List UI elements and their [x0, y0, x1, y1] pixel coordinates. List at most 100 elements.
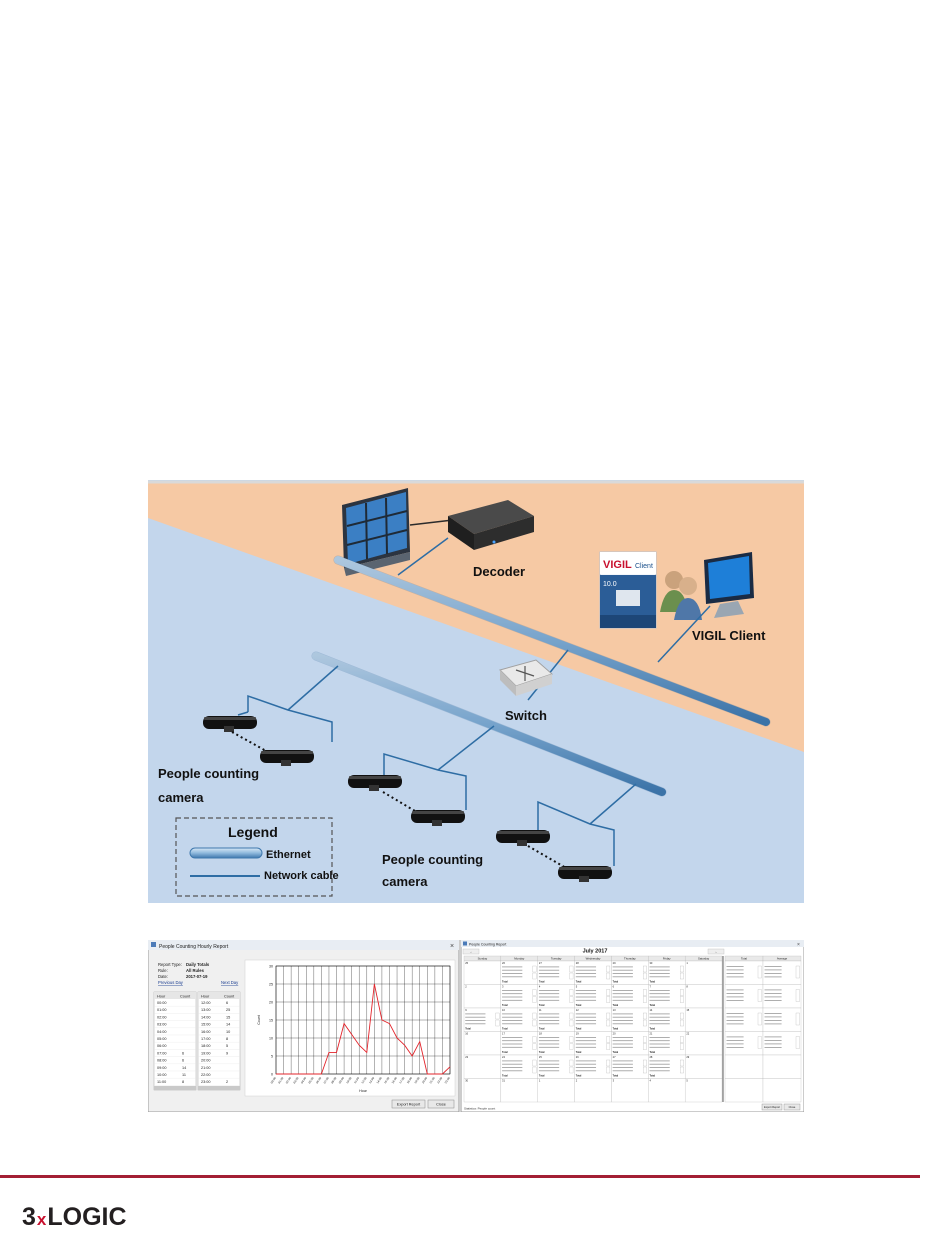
hour-cell: 19:00 [201, 1051, 211, 1055]
hourly-window-title: People Counting Hourly Report [159, 944, 229, 950]
switch-label: Switch [505, 708, 547, 723]
camera-group-2-label-2: camera [382, 874, 428, 889]
calendar-day-cell[interactable]: 1 [684, 960, 723, 985]
calendar-day-number: 5 [576, 985, 578, 989]
svg-text:Hour: Hour [201, 995, 210, 999]
calendar-day-cell[interactable]: 16 [463, 1031, 502, 1056]
calendar-day-name: Thursday [624, 957, 636, 961]
calendar-day-cell[interactable]: 3 [611, 1078, 649, 1103]
count-cell: 10 [226, 1030, 230, 1034]
calendar-total-label: Total [649, 1028, 655, 1031]
x-tick-label: 07:00 [322, 1076, 330, 1084]
weekly-total-cell [762, 1031, 802, 1056]
calendar-day-number: 1 [686, 961, 688, 965]
calendar-window-close-icon[interactable]: × [797, 942, 800, 948]
svg-text:Count: Count [224, 995, 235, 999]
calendar-day-cell[interactable]: 5 [684, 1078, 723, 1103]
count-cell: 6 [182, 1051, 184, 1055]
camera-icon [496, 830, 550, 846]
x-tick-label: 23:00 [444, 1076, 452, 1084]
calendar-day-cell[interactable]: 1 [537, 1078, 575, 1103]
hour-cell: 02:00 [157, 1015, 167, 1019]
calendar-day-cell[interactable]: 22 [684, 1031, 723, 1056]
hour-cell: 06:00 [157, 1044, 167, 1048]
calendar-day-number: 21 [649, 1032, 652, 1036]
next-month-button[interactable]: › [707, 948, 725, 955]
data-point [396, 1037, 398, 1039]
data-point [275, 1073, 277, 1075]
y-tick-label: 0 [271, 1072, 273, 1076]
calendar-day-cell[interactable]: 8 [684, 984, 723, 1009]
calendar-day-cell[interactable]: 23 [463, 1054, 502, 1079]
count-cell: 6 [226, 1001, 228, 1005]
calendar-day-cell[interactable]: 2 [463, 984, 502, 1009]
previous-day-link[interactable]: Previous Day [158, 980, 184, 985]
svg-text:VIGIL: VIGIL [603, 559, 632, 571]
count-cell: 2 [226, 1080, 228, 1084]
calendar-close-button[interactable]: Close [783, 1103, 801, 1111]
calendar-total-label: Total [576, 1051, 582, 1054]
data-point [313, 1073, 315, 1075]
client-label: VIGIL Client [692, 628, 766, 643]
calendar-day-number: 28 [649, 1055, 652, 1059]
calendar-day-cell[interactable]: 4 [648, 1078, 686, 1103]
window-close-icon[interactable]: × [450, 943, 454, 950]
table-row: 01:00 [154, 1008, 196, 1014]
calendar-total-label: Total [502, 1004, 508, 1007]
svg-text:10.0: 10.0 [603, 581, 617, 588]
calendar-total-label: Total [539, 1051, 545, 1054]
y-tick-label: 20 [269, 1000, 273, 1004]
calendar-day-name: Sunday [478, 957, 488, 961]
calendar-day-number: 17 [502, 1032, 505, 1036]
calendar-day-cell[interactable]: 29 [684, 1054, 723, 1079]
calendar-day-cell[interactable]: 2 [574, 1078, 612, 1103]
calendar-day-cell[interactable]: 30 [463, 1078, 502, 1103]
calendar-day-cell[interactable]: 31 [500, 1078, 538, 1103]
calendar-day-number: 24 [502, 1055, 505, 1059]
calendar-day-number: 29 [613, 961, 616, 965]
x-axis-label: Hour [359, 1089, 368, 1093]
x-tick-label: 18:00 [406, 1076, 414, 1084]
calendar-day-cell[interactable]: 15 [684, 1007, 723, 1032]
next-day-link[interactable]: Next Day [221, 980, 239, 985]
network-cables-group-2 [383, 725, 495, 810]
export-report-button[interactable]: Export Report [391, 1099, 426, 1109]
legend-ethernet-swatch [189, 847, 263, 859]
calendar-day-cell[interactable]: 25 [463, 960, 502, 985]
svg-text:Close: Close [436, 1103, 446, 1107]
calendar-export-report-button[interactable]: Export Report [761, 1103, 783, 1111]
calendar-day-number: 22 [686, 1032, 689, 1036]
close-button[interactable]: Close [427, 1099, 455, 1109]
previous-month-button[interactable]: ‹ [462, 948, 480, 955]
totals-column-header: Total [741, 957, 747, 961]
